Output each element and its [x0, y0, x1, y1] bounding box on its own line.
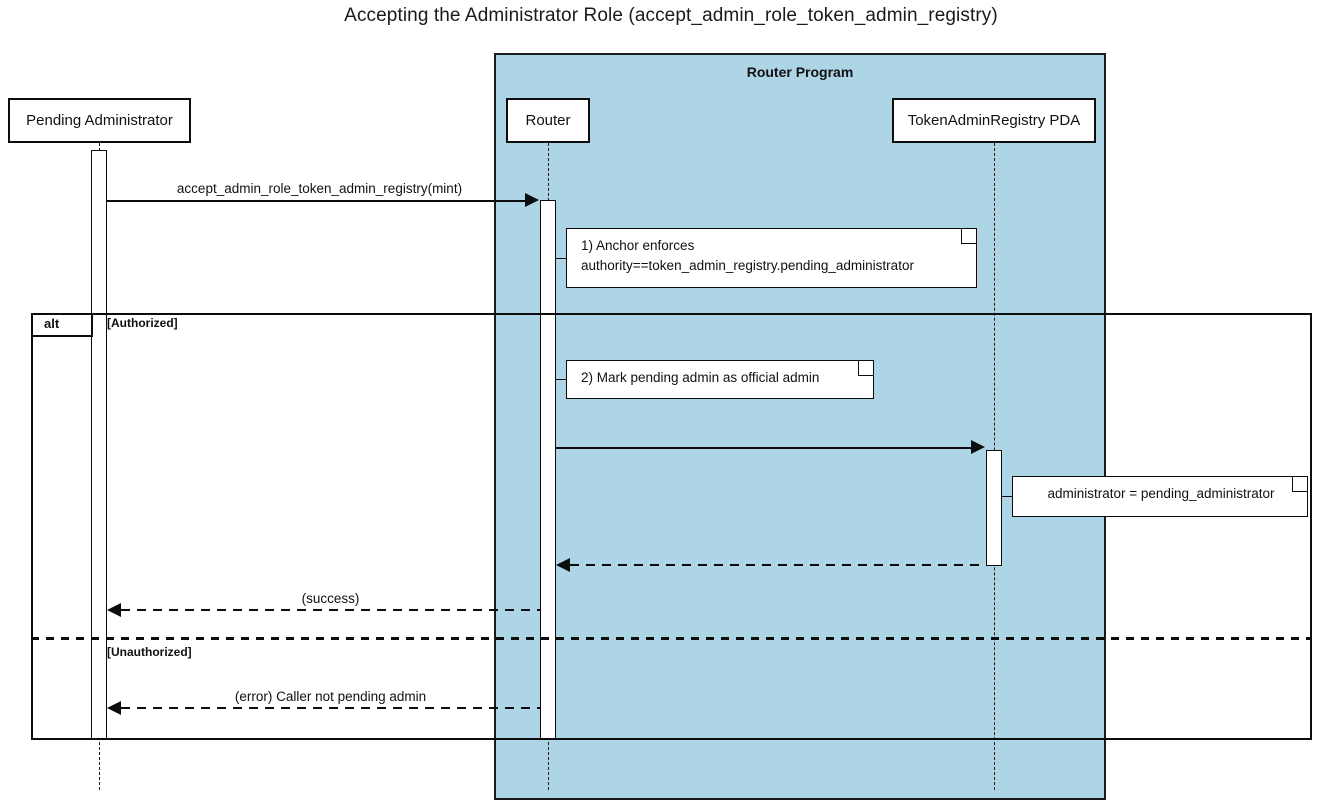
fragment-guard-authorized: [Authorized]	[107, 316, 178, 330]
message-line-accept-admin-role	[107, 200, 532, 202]
message-label-error: (error) Caller not pending admin	[234, 689, 427, 704]
message-label-success: (success)	[301, 591, 360, 606]
note-line-1: administrator = pending_administrator	[1047, 486, 1275, 501]
fragment-alt-frame	[31, 313, 1312, 740]
fragment-guard-unauthorized: [Unauthorized]	[107, 645, 192, 659]
participant-label: Pending Administrator	[26, 112, 173, 129]
participant-label: TokenAdminRegistry PDA	[907, 112, 1081, 129]
message-line-error	[121, 707, 540, 709]
note-line-1: 1) Anchor enforces	[581, 238, 695, 253]
note-fold-corner-icon	[858, 360, 874, 376]
participant-pending-administrator[interactable]: Pending Administrator	[8, 98, 191, 143]
page-title: Accepting the Administrator Role (accept…	[344, 5, 998, 26]
message-arrowhead-success	[107, 603, 121, 617]
participant-token-admin-registry-pda[interactable]: TokenAdminRegistry PDA	[892, 98, 1096, 143]
message-line-registry-return	[570, 564, 986, 566]
activation-bar-token-admin-registry-pda	[986, 450, 1002, 566]
note-stub-3	[1002, 496, 1014, 497]
note-administrator-assignment: administrator = pending_administrator	[1012, 476, 1308, 517]
message-line-update-registry	[556, 447, 972, 449]
fragment-alt-operator-label: alt	[44, 316, 60, 331]
note-anchor-enforces: 1) Anchor enforces authority==token_admi…	[566, 228, 977, 288]
participant-router[interactable]: Router	[506, 98, 590, 143]
fragment-alt-divider	[31, 637, 1312, 640]
fragment-alt-tab	[31, 313, 93, 337]
group-box-router-program: Router Program	[494, 53, 1106, 800]
group-box-title: Router Program	[746, 64, 854, 80]
note-line-1: 2) Mark pending admin as official admin	[581, 370, 820, 385]
message-arrowhead-update-registry	[971, 440, 985, 454]
note-stub-2	[556, 379, 568, 380]
message-arrowhead-registry-return	[556, 558, 570, 572]
message-arrowhead-error	[107, 701, 121, 715]
participant-label: Router	[525, 112, 571, 129]
note-fold-corner-icon	[1292, 476, 1308, 492]
message-line-success	[121, 609, 540, 611]
note-mark-pending-admin: 2) Mark pending admin as official admin	[566, 360, 874, 399]
note-fold-corner-icon	[961, 228, 977, 244]
note-line-2: authority==token_admin_registry.pending_…	[581, 257, 914, 273]
note-stub-1	[556, 258, 568, 259]
message-label-accept-admin-role: accept_admin_role_token_admin_registry(m…	[176, 181, 463, 196]
message-arrowhead-accept-admin-role	[525, 193, 539, 207]
